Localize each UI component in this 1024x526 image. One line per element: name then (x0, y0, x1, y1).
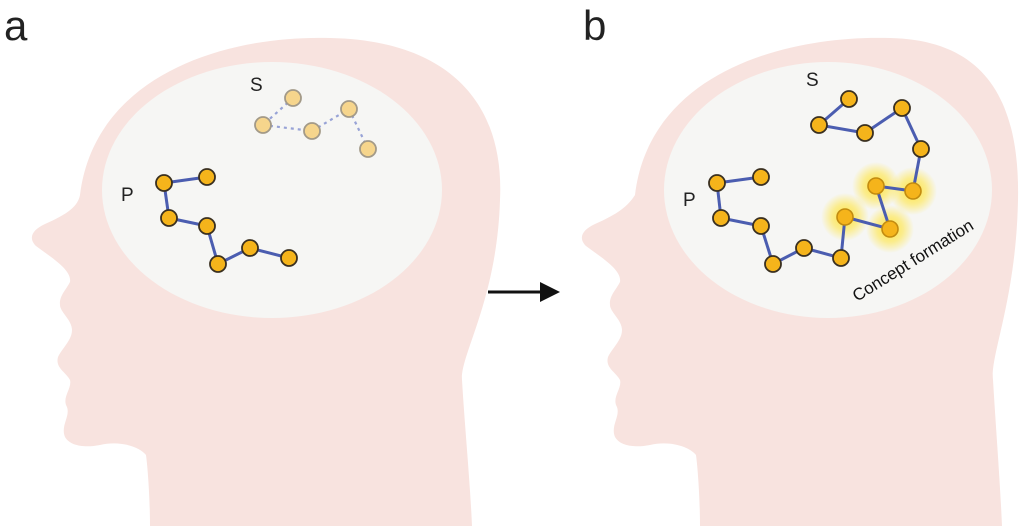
network-node (280, 249, 298, 267)
concept-node (904, 182, 922, 200)
network-node (856, 124, 874, 142)
network-node (752, 168, 770, 186)
label-s-b: S (806, 70, 819, 91)
network-node (840, 90, 858, 108)
network-node (160, 209, 178, 227)
network-a (155, 89, 377, 273)
concept-node (836, 208, 854, 226)
network-node (198, 217, 216, 235)
concept-node (881, 220, 899, 238)
network-node (712, 209, 730, 227)
network-node (708, 174, 726, 192)
network-node (209, 255, 227, 273)
network-node (893, 99, 911, 117)
network-node (284, 89, 302, 107)
panel-label-a: a (4, 2, 28, 49)
network-node (764, 255, 782, 273)
network-node (241, 239, 259, 257)
network-node (340, 100, 358, 118)
network-node (155, 174, 173, 192)
label-s-a: S (250, 75, 263, 96)
network-node (912, 140, 930, 158)
panel-b: b S P Concept formation (581, 2, 1019, 526)
panel-label-b: b (583, 2, 606, 49)
right-arrow-icon (488, 282, 560, 302)
panel-a: a S P (4, 2, 501, 526)
network-node (752, 217, 770, 235)
network-node (795, 239, 813, 257)
network-node (198, 168, 216, 186)
concept-node (867, 177, 885, 195)
network-node (832, 249, 850, 267)
network-node (359, 140, 377, 158)
network-b (708, 90, 937, 273)
network-node (810, 116, 828, 134)
network-node (254, 116, 272, 134)
brain-region-a (102, 62, 442, 318)
label-p-b: P (683, 190, 696, 211)
network-node (303, 122, 321, 140)
label-p-a: P (121, 185, 134, 206)
